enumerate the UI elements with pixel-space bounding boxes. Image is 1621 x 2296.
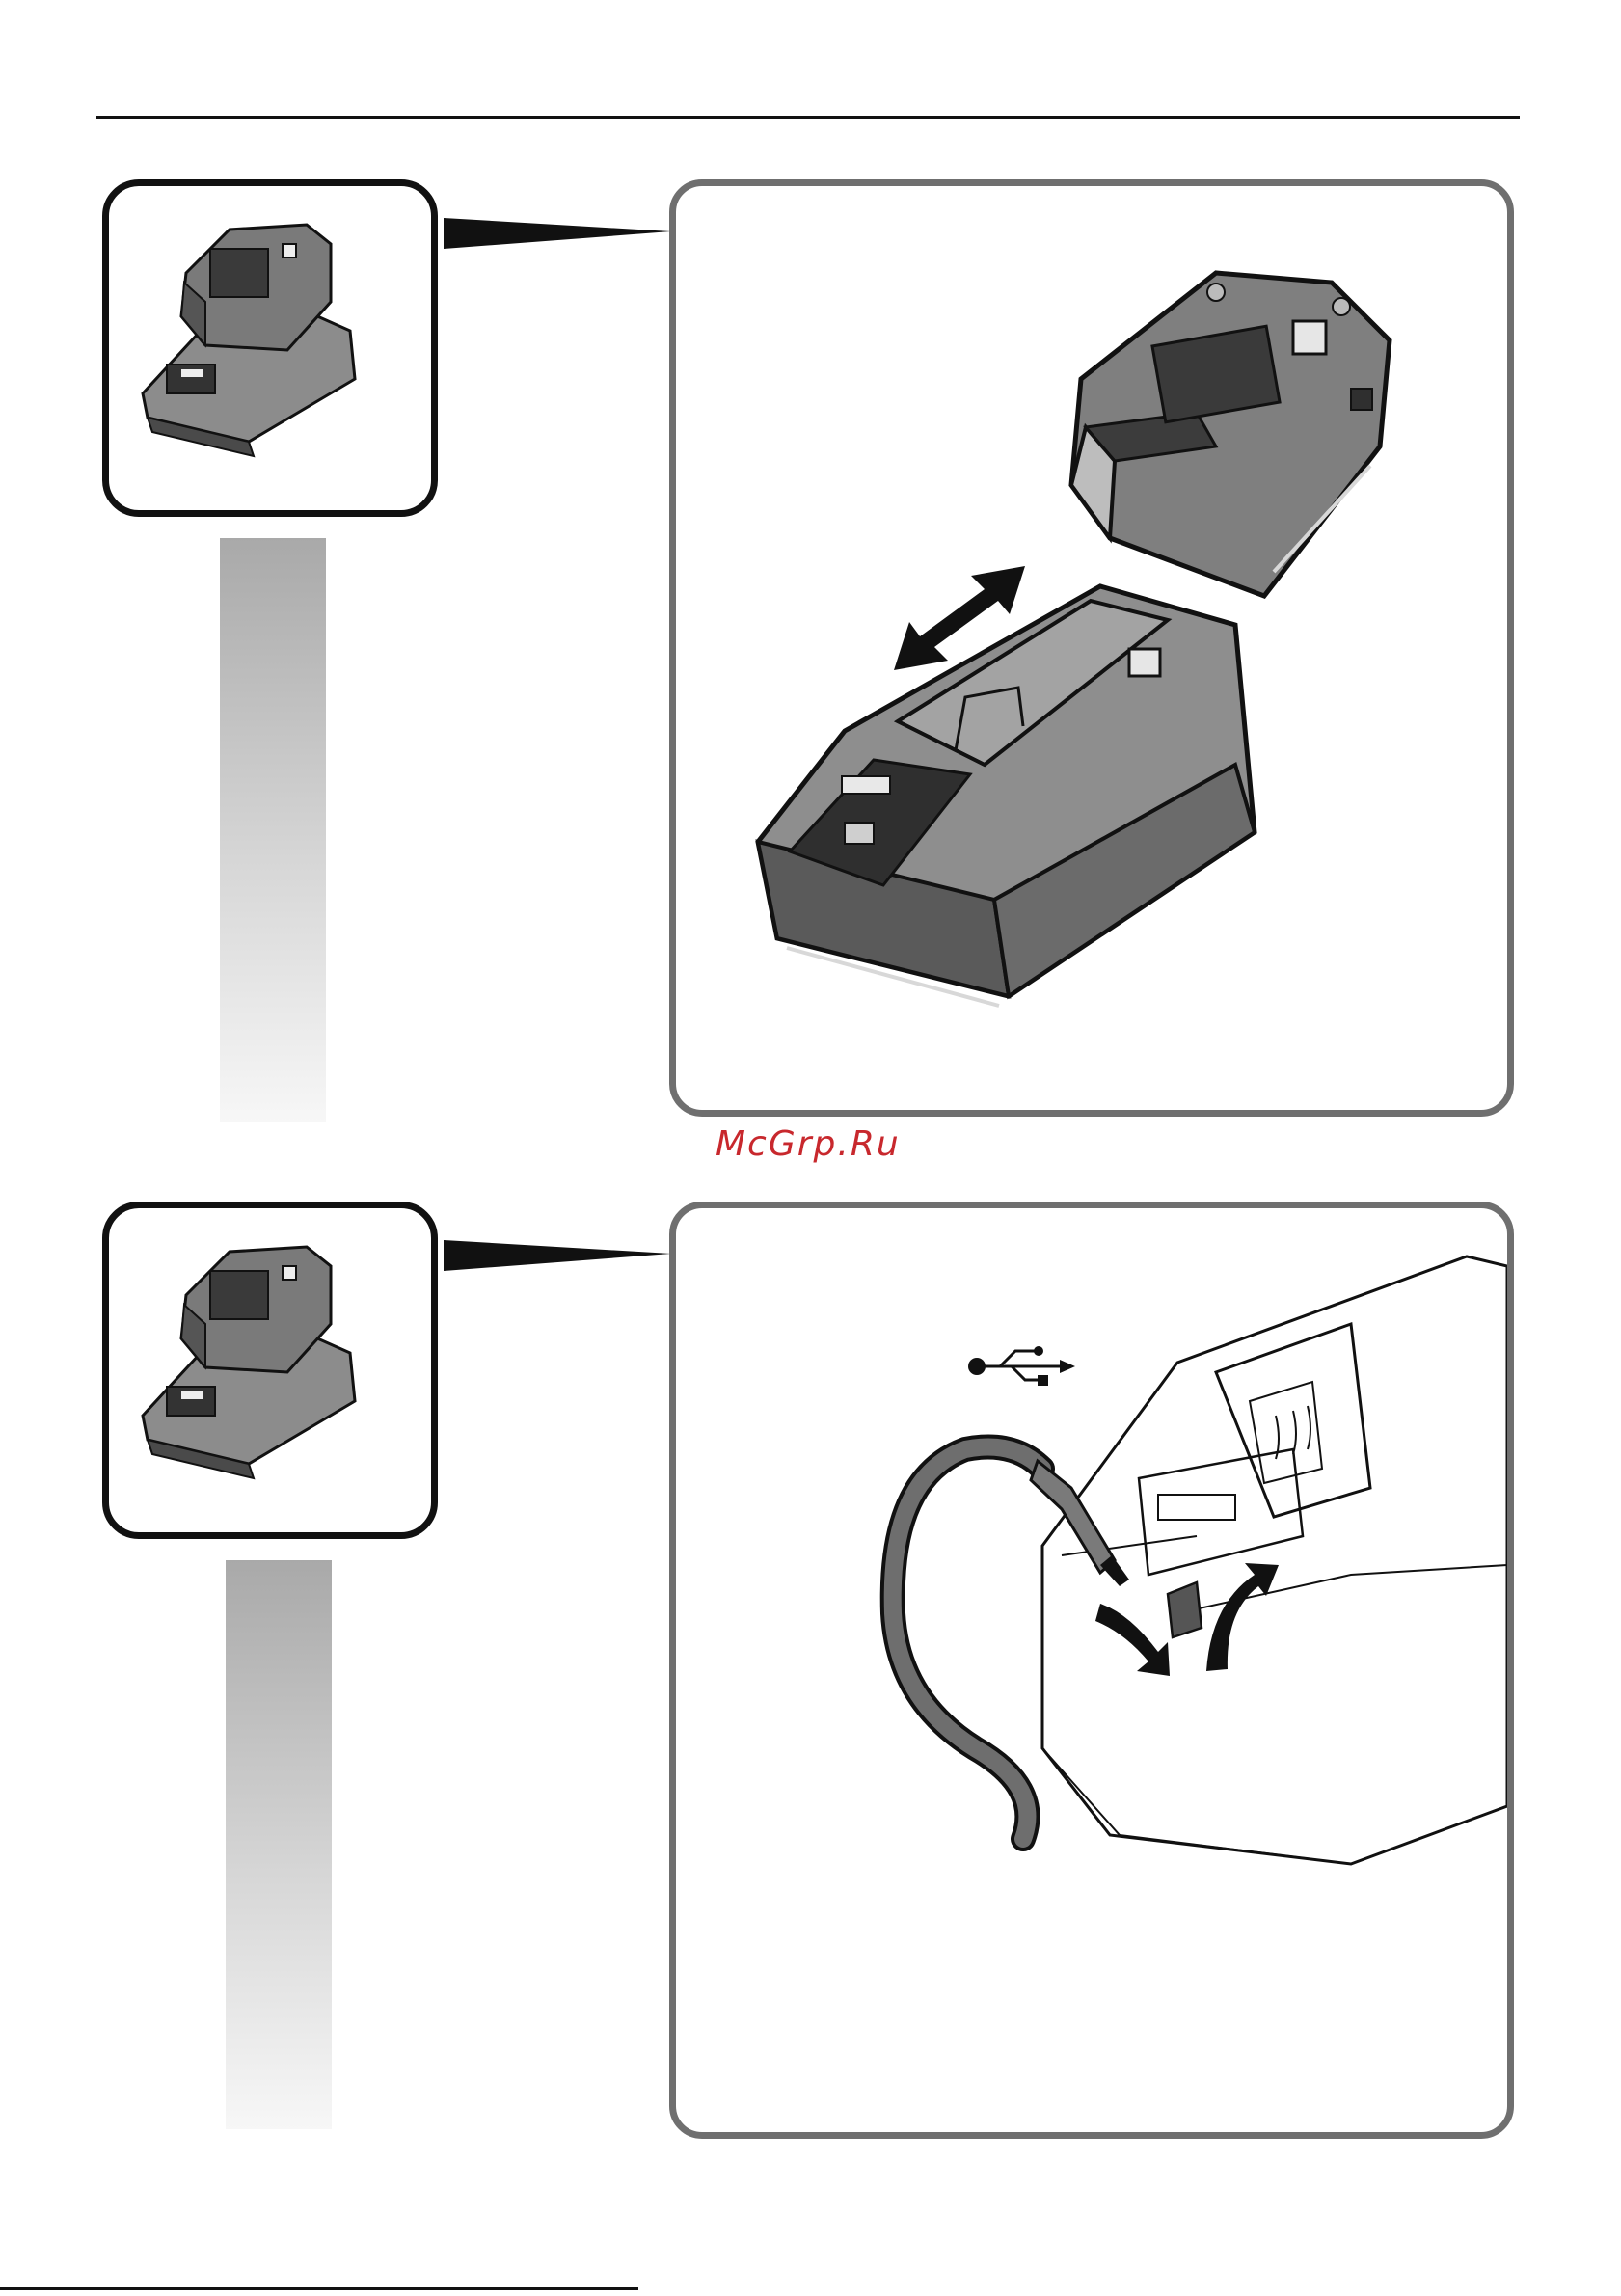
charger-thumbnail-icon <box>109 186 431 510</box>
battery-pack-icon <box>1071 273 1390 596</box>
charger-thumbnail-top <box>102 179 438 517</box>
figure-panel-usb-charging <box>669 1202 1514 2139</box>
figure-panel-battery-charger <box>669 179 1514 1117</box>
header-rule <box>96 116 1520 119</box>
charger-base-icon <box>758 586 1255 1006</box>
charger-thumbnail-bottom <box>102 1202 438 1539</box>
footer-rule <box>0 2287 638 2290</box>
battery-charger-illustration <box>676 186 1507 1110</box>
charger-thumbnail-icon <box>109 1208 431 1532</box>
step-bar-bottom <box>226 1560 332 2129</box>
watermark-text: McGrp.Ru <box>716 1124 901 1164</box>
callout-pointer-top <box>444 216 675 251</box>
usb-charging-illustration <box>676 1208 1507 2132</box>
callout-pointer-bottom <box>444 1238 675 1273</box>
step-bar-top <box>220 538 326 1122</box>
usb-icon <box>968 1346 1075 1386</box>
